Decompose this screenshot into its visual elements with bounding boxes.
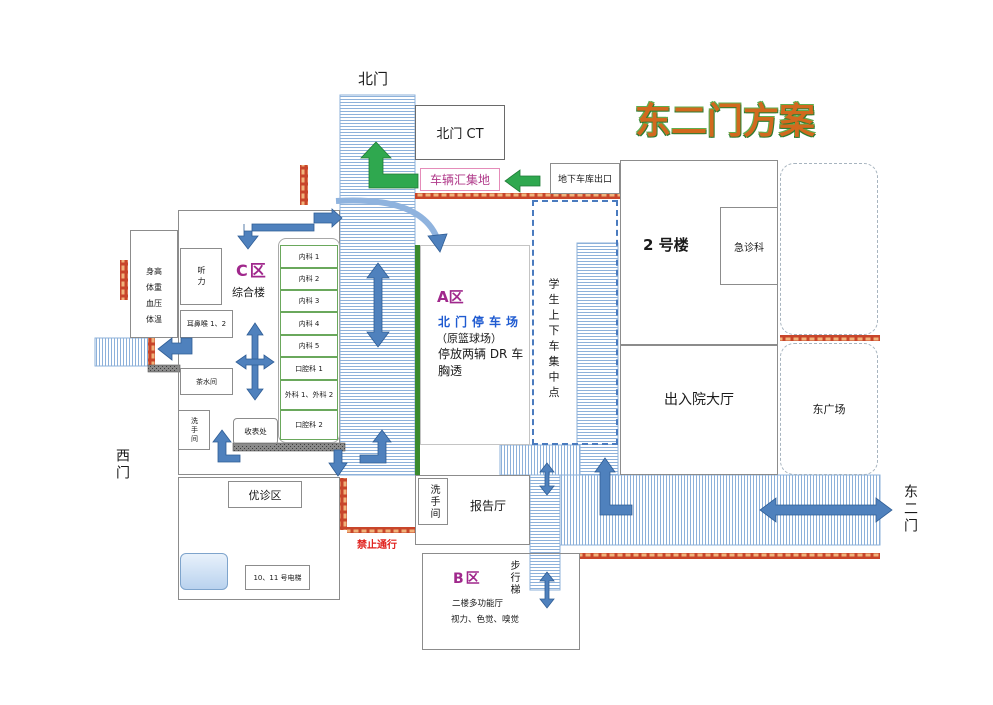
wall-garage [415, 193, 620, 199]
zone-a-name: 北门停车场 [438, 315, 524, 329]
zone-b-box [422, 553, 580, 650]
form-desk-label: 收表处 [244, 427, 267, 436]
vitals-weight: 体重 [146, 283, 162, 292]
clinic-room: 口腔科 1 [280, 357, 338, 380]
vision-tests-label: 视力、色觉、嗅觉 [451, 615, 520, 625]
report-hall-restroom-box: 洗手间 [418, 478, 448, 525]
clinic-room: 内科 2 [280, 268, 338, 290]
tea-room-box: 茶水间 [180, 368, 233, 395]
vitals-height: 身高 [146, 267, 162, 276]
priority-area-box: 优诊区 [228, 481, 302, 508]
student-pickup-box [532, 200, 618, 445]
wall-north-left [300, 165, 308, 205]
lower-building [178, 477, 340, 600]
building-2-label: 2 号楼 [643, 236, 689, 254]
hearing-box: 听力 [180, 248, 222, 305]
zone-c-restroom-label: 洗手间 [190, 416, 199, 444]
emergency-label: 急诊科 [734, 242, 764, 254]
zone-c-restroom-box: 洗手间 [178, 410, 210, 450]
priority-area-label: 优诊区 [248, 488, 282, 502]
tea-room-label: 茶水间 [196, 377, 217, 386]
wall-east-upper [780, 335, 880, 341]
zone-b-label: B区 [453, 571, 482, 587]
zone-a-green-edge [415, 245, 420, 475]
elevator-label: 10、11 号电梯 [253, 573, 302, 582]
zone-a-chest-xray: 胸透 [438, 364, 463, 378]
garage-exit-box: 地下车库出口 [550, 163, 620, 194]
clinic-room: 外科 1、外科 2 [280, 380, 338, 410]
multi-function-hall-label: 二楼多功能厅 [452, 599, 504, 609]
east-gate-2-label: 东二门 [902, 484, 918, 535]
student-pickup-label: 学生上下车集中点 [547, 278, 560, 402]
clinic-room: 内科 5 [280, 335, 338, 357]
hearing-label: 听力 [197, 265, 206, 288]
wall-west-lower [148, 338, 155, 368]
vehicle-gathering-box: 车辆汇集地 [420, 168, 500, 191]
zone-c-building-name: 综合楼 [232, 286, 265, 299]
clinic-rooms-list: 内科 1 内科 2 内科 3 内科 4 内科 5 口腔科 1 外科 1、外科 2… [278, 238, 340, 443]
zone-c-label: C区 [236, 261, 268, 280]
ent-label: 耳鼻喉 1、2 [186, 320, 227, 328]
garage-exit-label: 地下车库出口 [557, 175, 612, 185]
east-plaza-label: 东广场 [812, 403, 846, 416]
gravel-strip-west [147, 364, 181, 373]
admission-hall-box: 出入院大厅 [620, 345, 778, 475]
no-entry-label: 禁止通行 [357, 540, 397, 551]
west-gate-label: 西门 [114, 448, 130, 482]
stairs-label: 步行梯 [508, 560, 519, 596]
vitals-temperature: 体温 [146, 315, 162, 324]
road-west-entrance [94, 337, 151, 367]
emergency-box: 急诊科 [720, 207, 778, 285]
vehicle-gathering-label: 车辆汇集地 [429, 173, 490, 187]
road-connector [499, 444, 581, 476]
clinic-room: 内科 3 [280, 290, 338, 312]
road-east [559, 474, 881, 546]
zone-a-label: A区 [437, 288, 464, 306]
wall-west-upper [120, 260, 128, 300]
report-hall-restroom-label: 洗手间 [428, 483, 439, 520]
road-north-column [339, 94, 416, 476]
clinic-room: 内科 4 [280, 312, 338, 335]
north-ct-label: 北门 CT [436, 127, 484, 142]
zone-a-dr-vehicles: 停放两辆 DR 车 [438, 347, 524, 361]
admission-hall-label: 出入院大厅 [664, 392, 734, 408]
north-ct-box: 北门 CT [415, 105, 505, 160]
page-title: 东二门方案 [635, 100, 816, 142]
clinic-room: 内科 1 [280, 245, 338, 268]
east-plaza-upper [780, 163, 878, 335]
north-gate-label: 北门 [358, 70, 389, 88]
wall-south-column-vertical [340, 478, 347, 530]
report-hall-box [415, 475, 530, 545]
east-plaza-box: 东广场 [780, 343, 878, 475]
wall-east-lower [580, 553, 880, 559]
form-desk-box: 收表处 [233, 418, 278, 445]
clinic-room: 口腔科 2 [280, 410, 338, 440]
zone-a-box [420, 245, 530, 445]
wall-south-column-horizontal [347, 527, 415, 533]
zone-a-note: （原篮球场） [436, 332, 502, 345]
lower-building-feature [180, 553, 228, 590]
vitals-blood-pressure: 血压 [146, 299, 162, 308]
vitals-box: 身高 体重 血压 体温 [130, 230, 178, 338]
elevator-box: 10、11 号电梯 [245, 565, 310, 590]
ent-box: 耳鼻喉 1、2 [180, 310, 233, 338]
report-hall-label: 报告厅 [470, 499, 507, 513]
road-pickup-strip [576, 242, 619, 476]
